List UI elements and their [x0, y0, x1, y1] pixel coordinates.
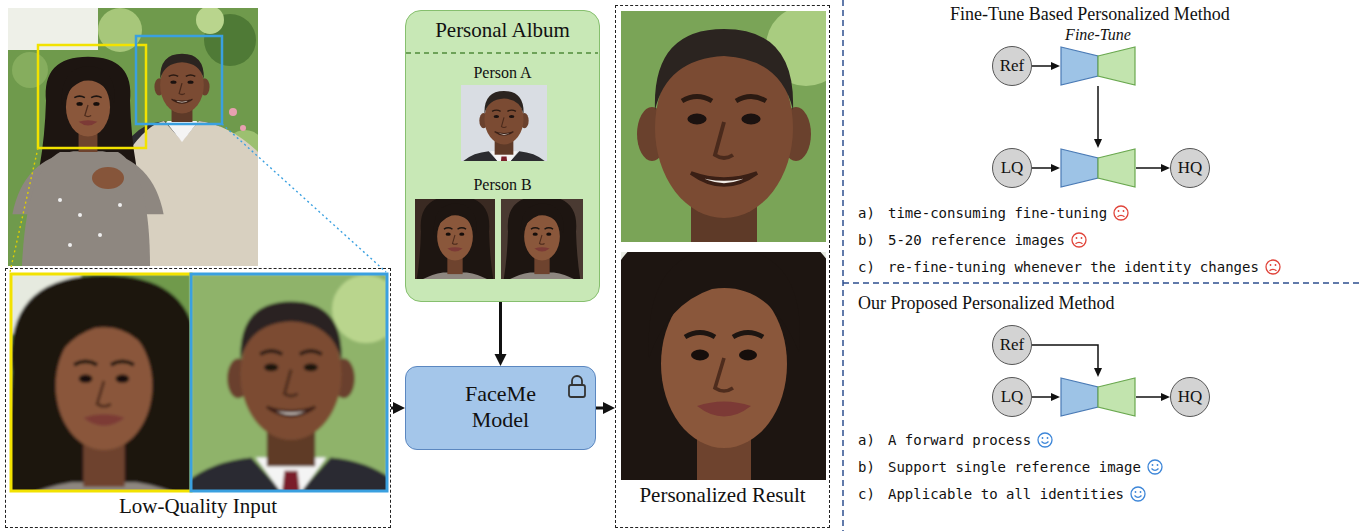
input-crops	[6, 269, 390, 527]
sad-face	[1113, 205, 1129, 221]
result-panel: Personalized Result	[615, 5, 830, 528]
label-row: c)	[858, 484, 875, 504]
connector-arrow	[1136, 167, 1161, 169]
label-row: Our Proposed Personalized Method	[858, 293, 1114, 313]
ref-circle: Ref	[992, 325, 1032, 365]
face-box	[38, 45, 146, 148]
leader-line	[10, 148, 38, 272]
list-text: c)	[858, 484, 875, 504]
result-photos	[616, 6, 828, 526]
list-text: A forward process	[888, 430, 1031, 450]
node-text: Fine-Tune	[1060, 26, 1136, 44]
connector-arrow	[1097, 86, 1099, 139]
node-text: FaceMe Model	[446, 381, 556, 433]
list-text: a)	[858, 430, 875, 450]
list-text: 5-20 reference images	[888, 230, 1065, 250]
section-heading: Fine-Tune Based Personalized Method	[950, 4, 1230, 24]
node-text: Person B	[406, 175, 599, 195]
divider-line	[843, 282, 1361, 284]
list-text: re-fine-tuning whenever the identity cha…	[888, 257, 1259, 277]
label-row: b)	[858, 230, 875, 250]
hq-circle: HQ	[1170, 377, 1210, 417]
encoder-decoder: Fine-Tune	[1060, 46, 1136, 86]
node-text: Ref	[1000, 335, 1025, 355]
label-row: Fine-Tune Based Personalized Method	[950, 4, 1230, 24]
node-text: Personalized Result	[616, 482, 829, 508]
label-row: Support single reference image	[888, 457, 1163, 477]
sad-face	[1265, 259, 1281, 275]
encoder-decoder-shape	[1060, 148, 1136, 188]
connector-arrow	[596, 407, 603, 410]
input-photo	[8, 8, 258, 266]
node-text: LQ	[1001, 158, 1024, 178]
smile-face	[1147, 459, 1163, 475]
divider-line	[842, 0, 844, 531]
list-text: c)	[858, 257, 875, 277]
label-row: c)	[858, 257, 875, 277]
label-row: time-consuming fine-tuning	[888, 203, 1129, 223]
label-row: re-fine-tuning whenever the identity cha…	[888, 257, 1281, 277]
model-box: FaceMe Model	[405, 366, 596, 450]
node-text: Person A	[406, 63, 599, 83]
encoder-decoder-shape	[1060, 46, 1136, 86]
decoder-shape	[1098, 47, 1135, 85]
list-text: Support single reference image	[888, 457, 1141, 477]
decoder-shape	[1098, 149, 1135, 187]
label-row: b)	[858, 457, 875, 477]
lq-circle: LQ	[992, 377, 1032, 417]
label-row: a)	[858, 203, 875, 223]
list-text: b)	[858, 230, 875, 250]
sad-face	[1071, 232, 1087, 248]
list-text: b)	[858, 457, 875, 477]
smile-face	[1130, 486, 1146, 502]
input-panel: Low-Quality Input	[5, 268, 391, 528]
lq-circle: LQ	[992, 148, 1032, 188]
list-text: Applicable to all identities	[888, 484, 1124, 504]
node-text: Ref	[1000, 56, 1025, 76]
decoder-shape	[1098, 378, 1135, 416]
label-row: a)	[858, 430, 875, 450]
leader-line	[222, 124, 386, 272]
connector-arrow	[1032, 396, 1051, 398]
node-text: HQ	[1178, 158, 1203, 178]
node-text: HQ	[1178, 387, 1203, 407]
connector-arrow	[1032, 167, 1051, 169]
connector-arrow	[391, 407, 393, 410]
connector-arrow	[1032, 65, 1051, 67]
node-text: LQ	[1001, 387, 1024, 407]
encoder-shape	[1061, 378, 1098, 416]
album-photos	[406, 11, 598, 300]
label-row: Applicable to all identities	[888, 484, 1146, 504]
encoder-decoder-shape	[1060, 377, 1136, 417]
face-box	[136, 36, 222, 124]
smile-face	[1037, 432, 1053, 448]
album-box: Personal AlbumPerson A Person B	[405, 10, 600, 302]
list-text: a)	[858, 203, 875, 223]
encoder-decoder	[1060, 377, 1136, 417]
section-heading: Our Proposed Personalized Method	[858, 293, 1114, 313]
label-row: A forward process	[888, 430, 1053, 450]
label-row: 5-20 reference images	[888, 230, 1087, 250]
ref-circle: Ref	[992, 46, 1032, 86]
encoder-decoder	[1060, 148, 1136, 188]
encoder-shape	[1061, 47, 1098, 85]
node-text: Low-Quality Input	[6, 493, 390, 519]
list-text: time-consuming fine-tuning	[888, 203, 1107, 223]
hq-circle: HQ	[1170, 148, 1210, 188]
connector-arrow	[499, 302, 502, 354]
node-text: Personal Album	[406, 17, 599, 43]
connector-arrow	[1136, 396, 1161, 398]
connector-arrow	[1032, 345, 1098, 368]
encoder-shape	[1061, 149, 1098, 187]
